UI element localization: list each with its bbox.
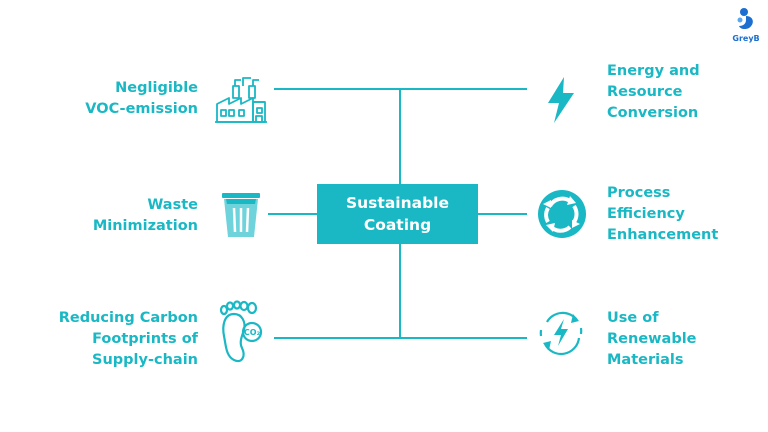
center-title-line2: Coating — [363, 216, 432, 234]
label-line: Footprints of — [92, 331, 198, 347]
center-title-line1: Sustainable — [345, 194, 450, 212]
logo-text: GreyB — [732, 34, 760, 43]
svg-text:CO₂: CO₂ — [244, 328, 261, 337]
label-line: Process — [607, 185, 671, 201]
label-line: Use of — [607, 310, 659, 326]
label-line: Materials — [607, 352, 684, 368]
factory-icon — [215, 77, 267, 123]
renewable-energy-icon — [539, 311, 583, 356]
label-line: Resource — [607, 84, 683, 100]
lightning-bolt-icon — [548, 77, 574, 123]
label-carbon-footprints: Reducing Carbon Footprints of Supply-cha… — [59, 308, 198, 371]
label-line: Reducing Carbon — [58, 310, 198, 326]
greyb-logo-icon — [737, 8, 753, 30]
label-waste-minimization: Waste Minimization — [93, 195, 198, 237]
label-line: Efficiency — [607, 206, 685, 222]
label-line: Enhancement — [607, 227, 719, 243]
carbon-footprint-icon: CO₂ — [219, 300, 263, 363]
label-line: Waste — [147, 197, 198, 213]
label-line: Negligible — [115, 80, 198, 96]
label-energy-conversion: Energy and Resource Conversion — [607, 61, 700, 124]
label-voc-emission: Negligible VOC-emission — [85, 78, 198, 120]
center-node: Sustainable Coating — [317, 184, 478, 244]
label-line: VOC-emission — [85, 101, 198, 117]
label-line: Energy and — [607, 63, 700, 79]
label-line: Renewable — [607, 331, 697, 347]
cycle-arrows-icon — [538, 190, 586, 238]
greyb-logo: GreyB — [731, 6, 761, 43]
label-renewable-materials: Use of Renewable Materials — [607, 308, 697, 371]
trash-bin-icon — [222, 193, 260, 237]
label-line: Supply-chain — [92, 352, 198, 368]
label-process-efficiency: Process Efficiency Enhancement — [607, 183, 718, 246]
label-line: Conversion — [607, 105, 699, 121]
label-line: Minimization — [92, 218, 198, 234]
